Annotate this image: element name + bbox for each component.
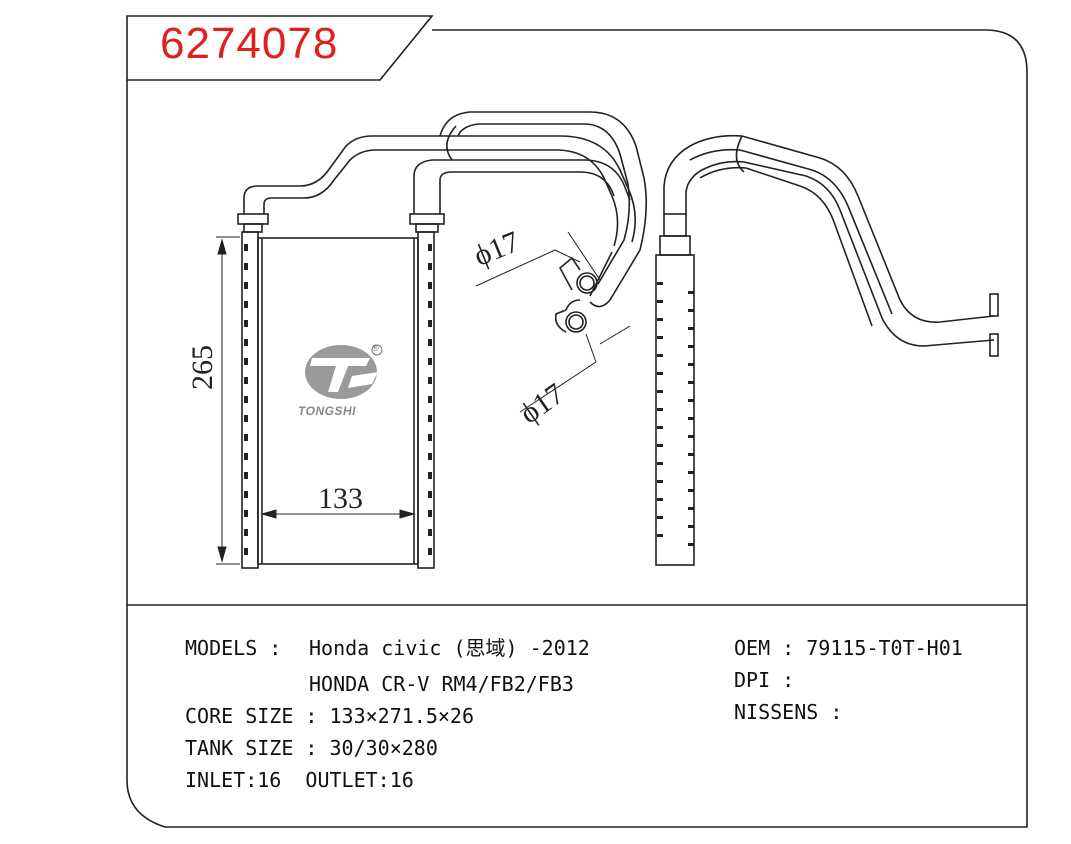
oem-number: OEM : 79115-T0T-H01 — [734, 636, 963, 660]
inlet-outlet: INLET:16 OUTLET:16 — [185, 768, 414, 792]
tank-size: TANK SIZE : 30/30×280 — [185, 736, 438, 760]
part-number: 6274078 — [160, 19, 339, 68]
models-line-2: HONDA CR-V RM4/FB2/FB3 — [309, 672, 574, 696]
models-label: MODELS : — [185, 636, 294, 660]
models-line-1: Honda civic (思域) -2012 — [309, 636, 590, 660]
tongshi-logo — [305, 344, 383, 399]
dimension-height: 265 — [186, 345, 219, 390]
dimension-width: 133 — [318, 482, 363, 515]
registered-mark: ® — [372, 343, 379, 353]
logo-brand-text: TONGSHI — [298, 404, 356, 418]
dpi-number: DPI : — [734, 668, 795, 692]
core-size: CORE SIZE : 133×271.5×26 — [185, 704, 474, 728]
nissens-number: NISSENS : — [734, 700, 843, 724]
